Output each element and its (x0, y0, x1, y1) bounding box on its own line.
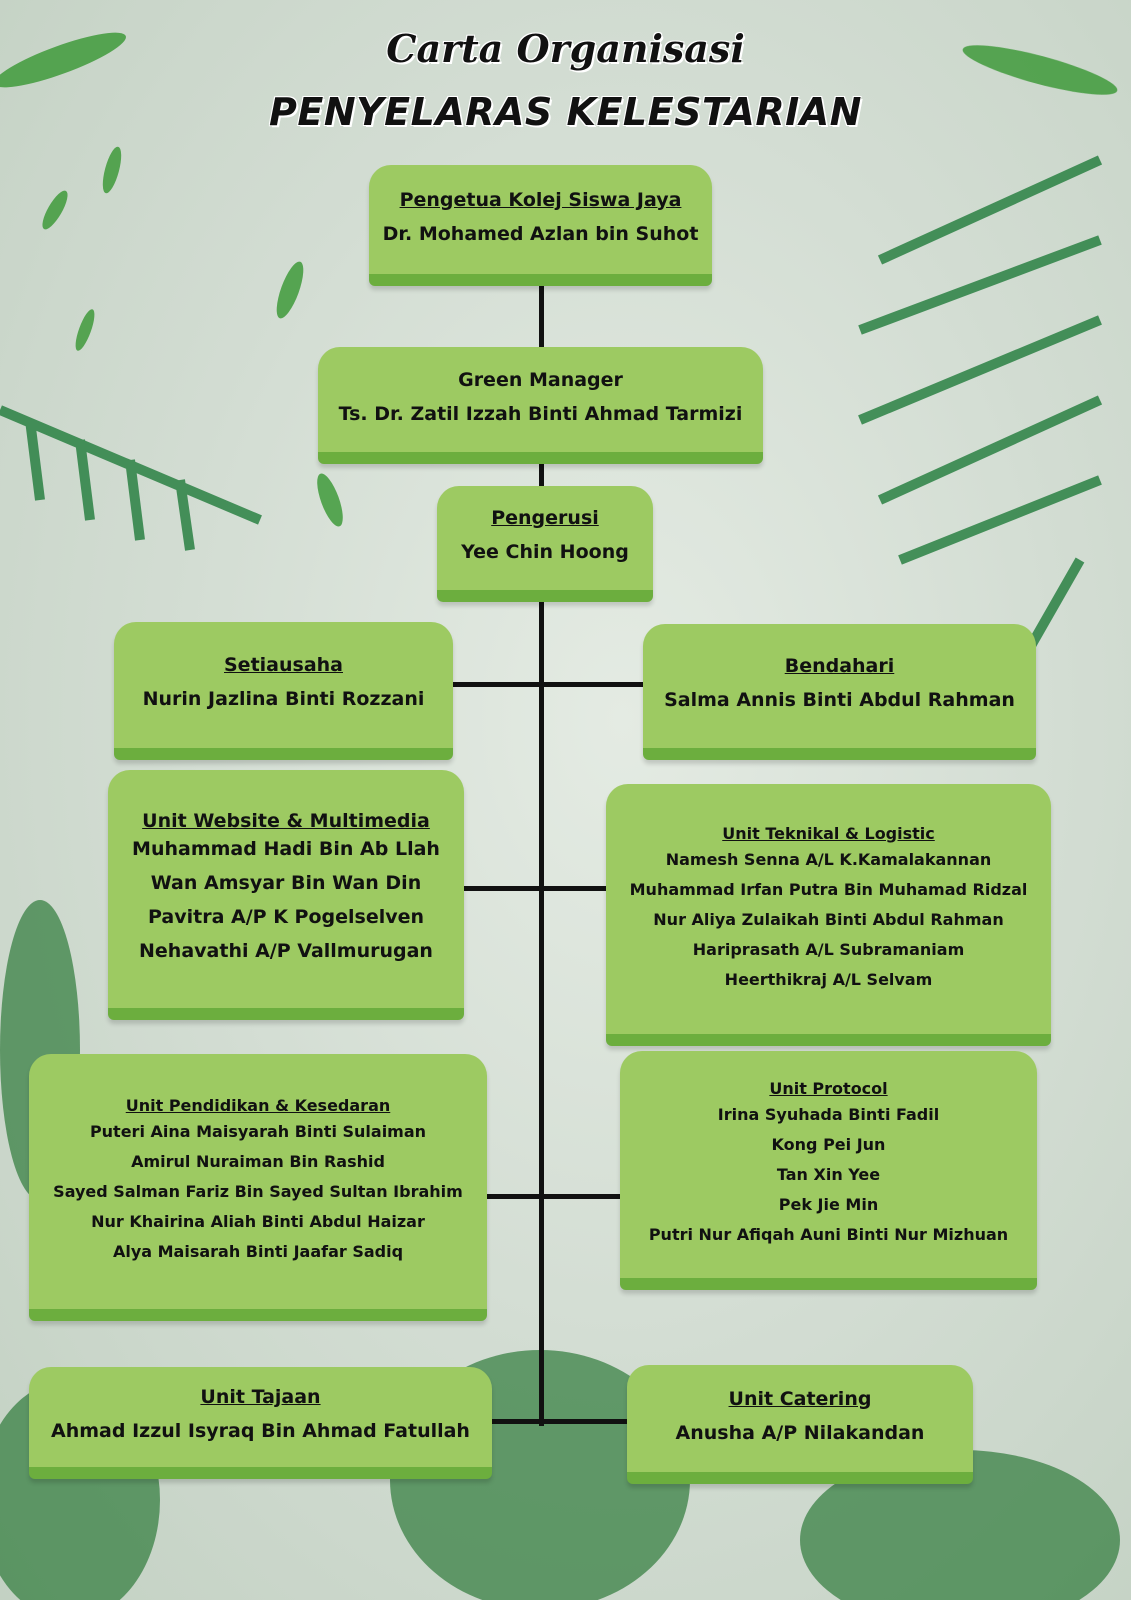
node-member: Pavitra A/P K Pogelselven (147, 906, 425, 928)
node-pengetua: Pengetua Kolej Siswa Jaya Dr. Mohamed Az… (369, 165, 712, 286)
connector-row1 (453, 682, 643, 687)
node-title: Bendahari (784, 655, 895, 677)
node-member: Muhammad Irfan Putra Bin Muhamad Ridzal (629, 879, 1028, 899)
node-pengerusi: Pengerusi Yee Chin Hoong (437, 486, 653, 602)
node-member: Nur Aliya Zulaikah Binti Abdul Rahman (653, 909, 1004, 929)
node-member: Amirul Nuraiman Bin Rashid (131, 1152, 385, 1171)
chart-title: Carta Organisasi (386, 26, 745, 71)
node-title: Green Manager (458, 368, 623, 391)
node-green-manager: Green Manager Ts. Dr. Zatil Izzah Binti … (318, 347, 763, 464)
node-title: Unit Tajaan (200, 1386, 321, 1408)
node-member: Salma Annis Binti Abdul Rahman (664, 689, 1015, 711)
node-protocol: Unit Protocol Irina Syuhada Binti Fadil … (620, 1051, 1037, 1290)
connector-row4 (492, 1419, 627, 1424)
node-title: Setiausaha (224, 654, 343, 676)
connector-trunk (539, 286, 544, 1426)
node-member: Dr. Mohamed Azlan bin Suhot (382, 222, 699, 245)
node-title: Unit Website & Multimedia (142, 810, 430, 832)
node-title: Pengetua Kolej Siswa Jaya (399, 188, 682, 211)
node-member: Putri Nur Afiqah Auni Binti Nur Mizhuan (648, 1225, 1009, 1244)
node-member: Ahmad Izzul Isyraq Bin Ahmad Fatullah (51, 1420, 470, 1442)
node-pendidikan: Unit Pendidikan & Kesedaran Puteri Aina … (29, 1054, 487, 1321)
node-catering: Unit Catering Anusha A/P Nilakandan (627, 1365, 973, 1484)
node-tajaan: Unit Tajaan Ahmad Izzul Isyraq Bin Ahmad… (29, 1367, 492, 1479)
node-website: Unit Website & Multimedia Muhammad Hadi … (108, 770, 464, 1020)
node-member: Namesh Senna A/L K.Kamalakannan (665, 849, 992, 869)
node-title: Unit Teknikal & Logistic (722, 823, 935, 843)
node-member: Sayed Salman Fariz Bin Sayed Sultan Ibra… (53, 1182, 463, 1201)
node-member: Tan Xin Yee (776, 1165, 881, 1184)
node-title: Unit Pendidikan & Kesedaran (125, 1096, 391, 1115)
node-member: Nurin Jazlina Binti Rozzani (142, 688, 425, 710)
node-bendahari: Bendahari Salma Annis Binti Abdul Rahman (643, 624, 1036, 760)
node-member: Hariprasath A/L Subramaniam (692, 939, 965, 959)
connector-row2 (464, 886, 606, 891)
node-teknikal: Unit Teknikal & Logistic Namesh Senna A/… (606, 784, 1051, 1046)
node-title: Unit Protocol (769, 1079, 888, 1098)
node-member: Alya Maisarah Binti Jaafar Sadiq (112, 1242, 404, 1261)
node-member: Muhammad Hadi Bin Ab Llah (132, 838, 440, 860)
node-member: Ts. Dr. Zatil Izzah Binti Ahmad Tarmizi (338, 402, 743, 425)
node-member: Nur Khairina Aliah Binti Abdul Haizar (91, 1212, 425, 1231)
node-title: Unit Catering (728, 1387, 872, 1410)
node-member: Wan Amsyar Bin Wan Din (150, 872, 422, 894)
connector-row3 (487, 1194, 620, 1199)
node-member: Anusha A/P Nilakandan (675, 1421, 925, 1444)
node-setiausaha: Setiausaha Nurin Jazlina Binti Rozzani (114, 622, 453, 760)
node-member: Puteri Aina Maisyarah Binti Sulaiman (89, 1122, 427, 1141)
node-member: Nehavathi A/P Vallmurugan (139, 940, 433, 962)
node-title: Pengerusi (491, 507, 599, 529)
node-member: Heerthikraj A/L Selvam (724, 969, 933, 989)
node-member: Irina Syuhada Binti Fadil (717, 1105, 940, 1124)
node-member: Kong Pei Jun (771, 1135, 886, 1154)
node-member: Yee Chin Hoong (461, 541, 629, 563)
chart-subtitle: PENYELARAS KELESTARIAN (269, 90, 862, 134)
node-member: Pek Jie Min (778, 1195, 879, 1214)
